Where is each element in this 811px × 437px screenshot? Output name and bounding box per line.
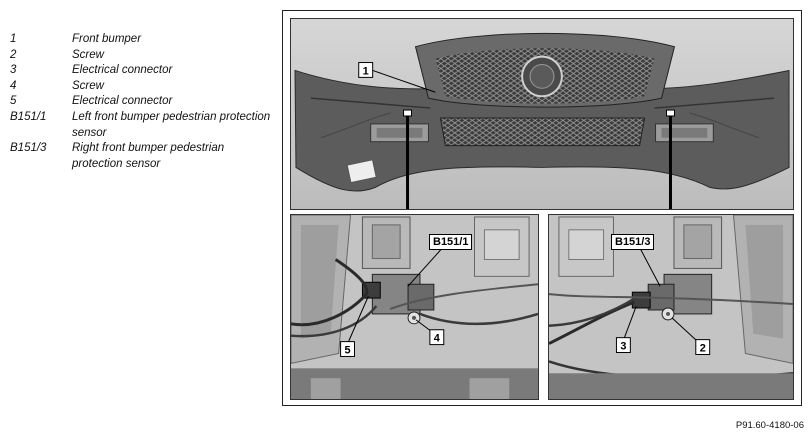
legend-item: 5 Electrical connector xyxy=(10,94,272,110)
legend-value: Electrical connector xyxy=(72,95,173,108)
right-sensor-illustration: 3 2 xyxy=(549,215,793,399)
legend-value: Right front bumper pedestrian protection… xyxy=(72,142,225,170)
legend-key: B151/3 xyxy=(10,142,47,155)
callout-4-label: 4 xyxy=(434,333,440,345)
legend-item: B151/3 Right front bumper pedestrian pro… xyxy=(10,141,272,172)
legend-item: 1 Front bumper xyxy=(10,32,272,48)
legend-item: B151/1 Left front bumper pedestrian prot… xyxy=(10,110,272,141)
callout-1-label: 1 xyxy=(363,65,369,77)
legend-item: 2 Screw xyxy=(10,48,272,64)
legend-key: 1 xyxy=(10,33,17,45)
legend-value: Screw xyxy=(72,48,104,61)
callout-5-label: 5 xyxy=(345,345,351,357)
figure-code: P91.60-4180-06 xyxy=(735,420,804,431)
legend-key: 2 xyxy=(10,48,17,61)
callout-2-label: 2 xyxy=(700,343,706,355)
legend-key: 5 xyxy=(10,95,17,108)
left-sensor-detail-photo: 5 4 B151/1 xyxy=(290,214,539,400)
legend-item: 3 Electrical connector xyxy=(10,63,272,79)
legend-key: 4 xyxy=(10,79,17,92)
legend-value: Screw xyxy=(72,79,104,92)
legend-value: Left front bumper pedestrian protection … xyxy=(72,110,271,139)
callout-3-label: 3 xyxy=(620,341,626,353)
left-sensor-illustration: 5 4 xyxy=(291,215,538,399)
legend-key: 3 xyxy=(10,64,17,77)
legend-value: Front bumper xyxy=(72,33,142,45)
left-sensor-label: B151/1 xyxy=(429,234,473,250)
legend-item: 4 Screw xyxy=(10,79,272,95)
bumper-overview-photo: 1 xyxy=(290,18,794,210)
legend-value: Electrical connector xyxy=(72,64,173,77)
legend-key: B151/1 xyxy=(10,110,47,123)
right-sensor-label: B151/3 xyxy=(611,234,655,250)
right-sensor-detail-photo: 3 2 B151/3 xyxy=(548,214,794,400)
figure-frame: 1 xyxy=(282,10,802,406)
legend-list: 1 Front bumper 2 Screw 3 Electrical conn… xyxy=(10,32,272,172)
bumper-illustration: 1 xyxy=(291,19,793,209)
